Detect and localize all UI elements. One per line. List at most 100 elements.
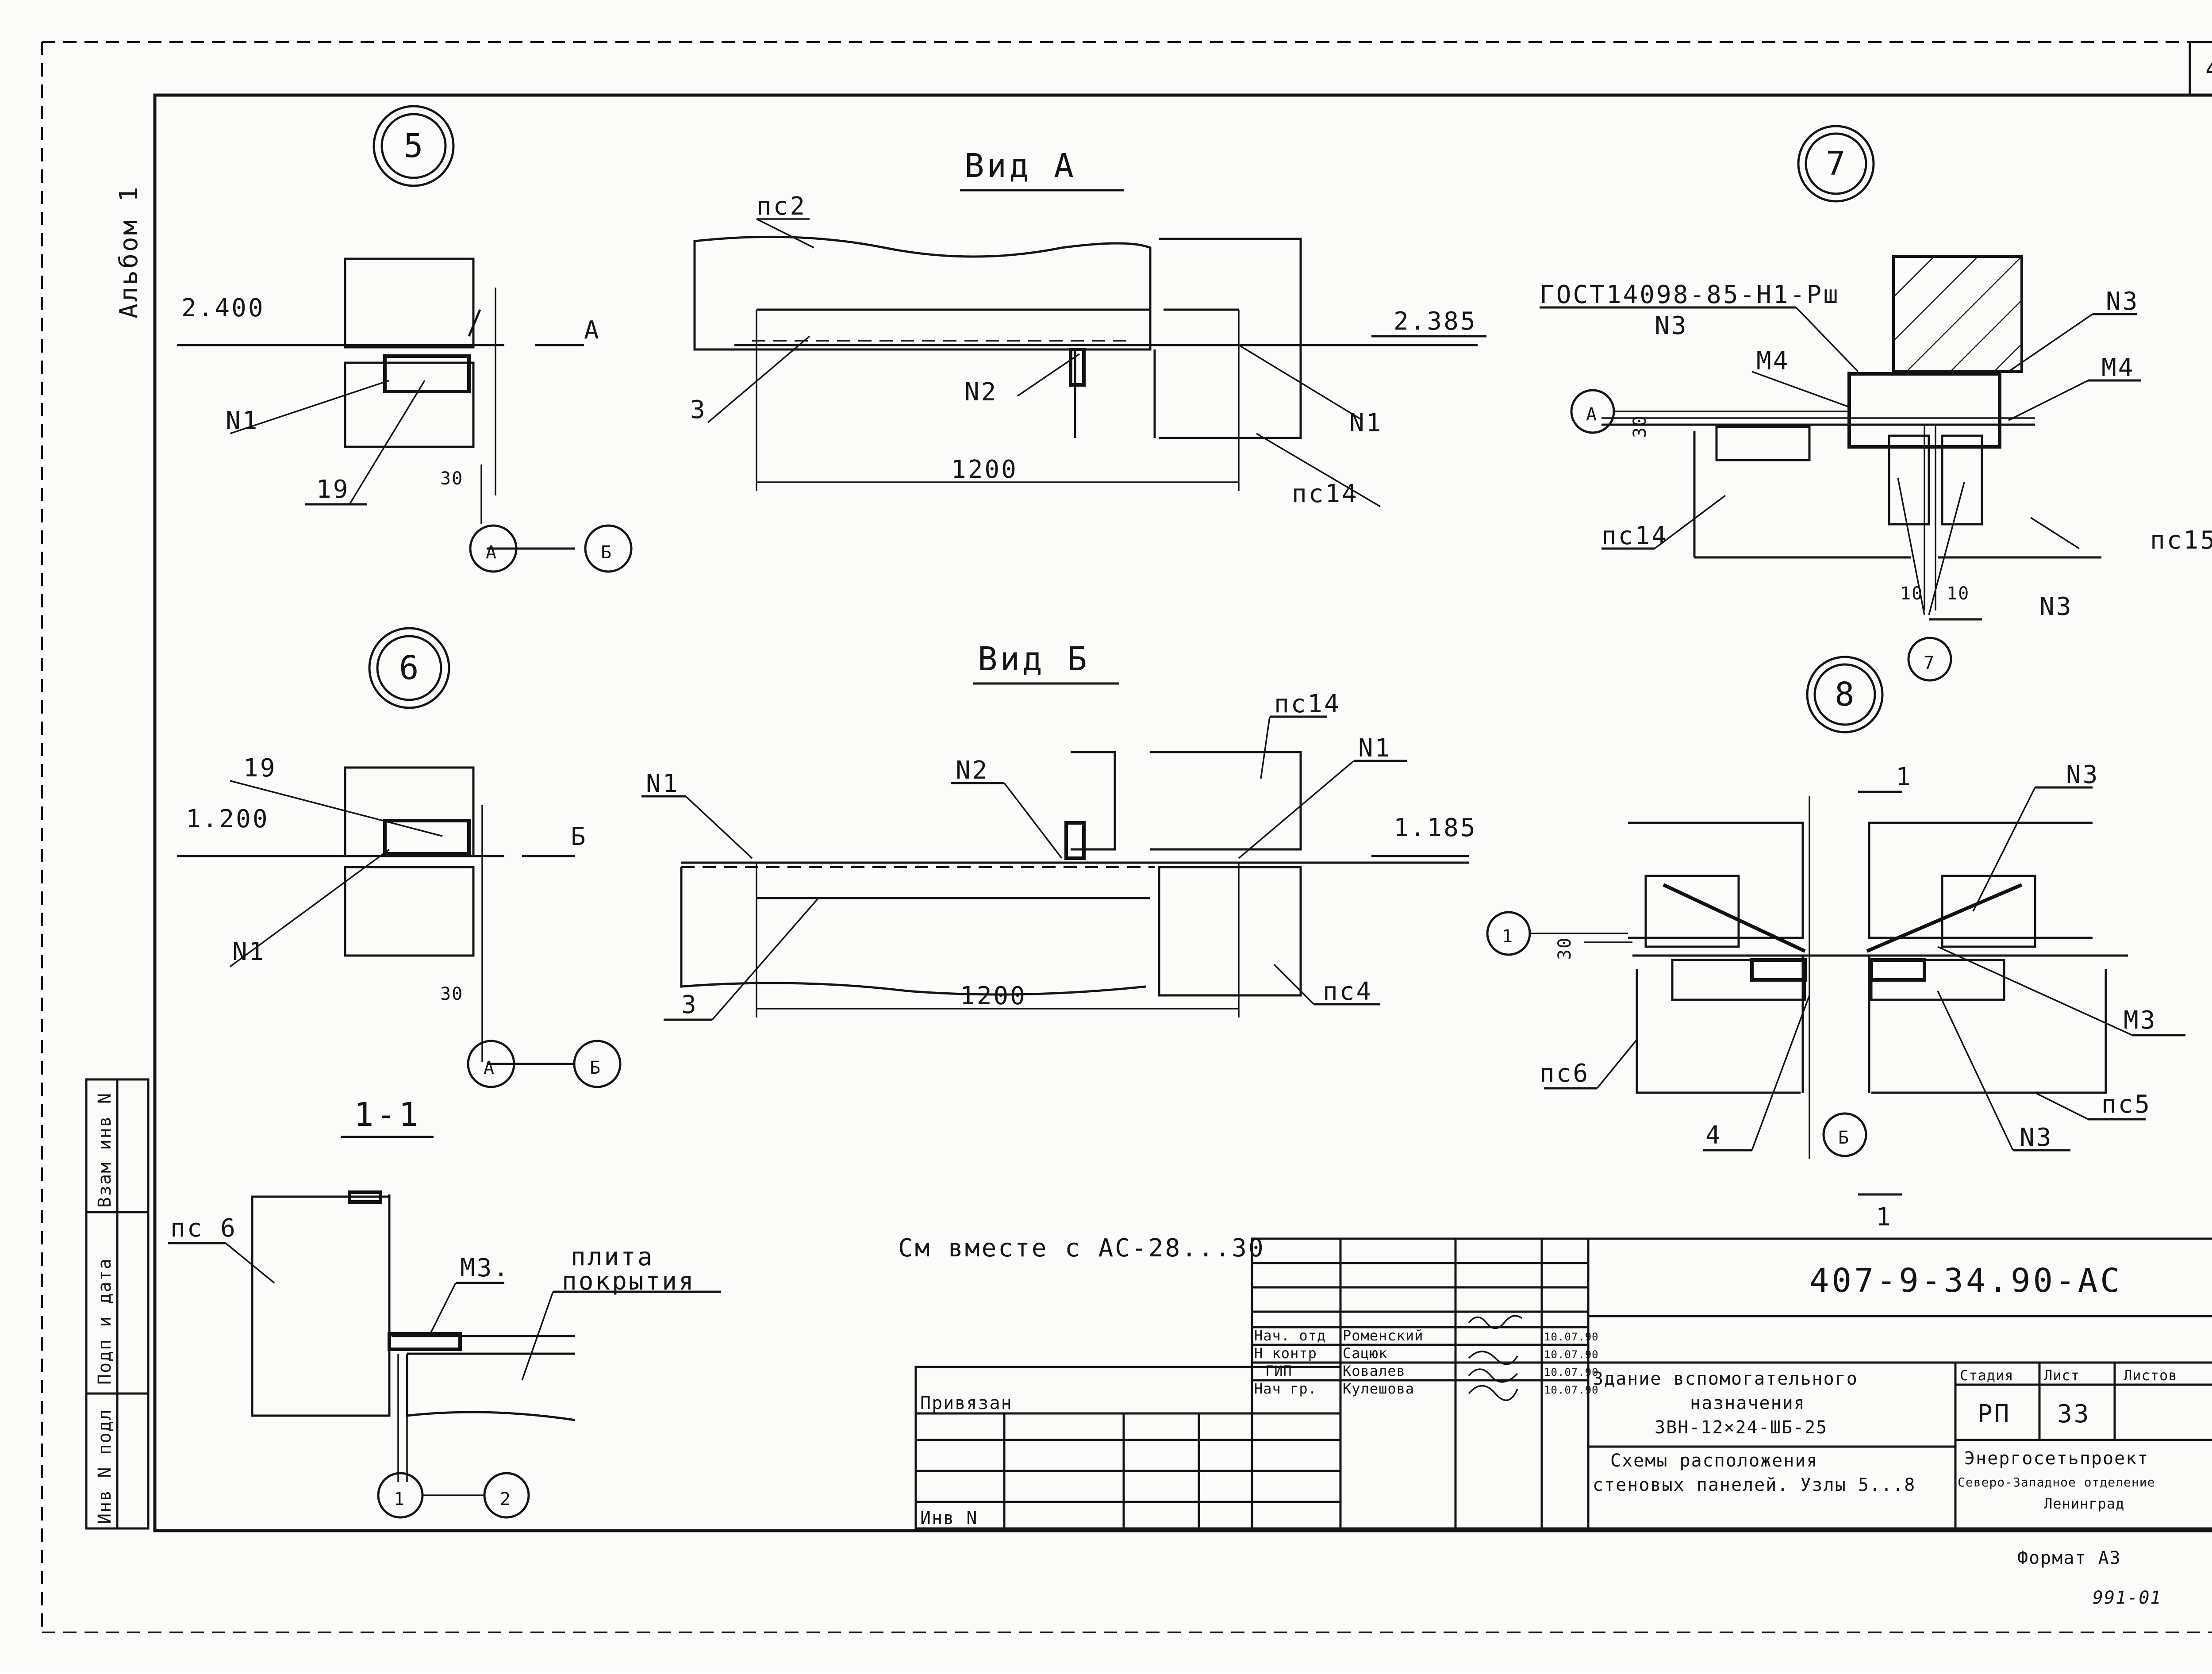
side-stamp-vzam-inv: Взам инв N [95,1092,115,1208]
node7-axis-7: 7 [1924,653,1935,673]
node7-ps14: пс14 [1601,522,1668,550]
node7-ps15: пс15 [2150,526,2212,555]
org-line-2: Северо-Западное отделение [1958,1475,2155,1490]
sheets-header: Листов [2124,1367,2177,1384]
node7-n3-a: N3 [1655,311,1688,340]
section-1-1-drawing [168,1136,721,1519]
node7-dim-30: 30 [1630,415,1650,438]
view-a-ps2: пс2 [757,192,806,221]
building-line-1: Здание вспомогательного [1593,1369,1858,1389]
sheet-frame [41,41,2212,1633]
node5-pos19: 19 [316,475,349,504]
view-a-drawing [693,189,1486,507]
node8-dim-30: 30 [1555,937,1575,960]
date-1: 10.07.90 [1544,1331,1599,1343]
stage-value: РП [1978,1400,2011,1428]
view-b-n1-right: N1 [1358,734,1391,763]
doc-code: 407-9-34.90-АС [1809,1262,2123,1300]
view-b-n2: N2 [956,756,989,785]
elev-1200: 1.200 [186,805,269,833]
view-b-marker: Б [571,822,588,851]
node7-n3-c: N3 [2039,592,2073,621]
side-stamp-podp-data: Подп и дата [95,1258,115,1385]
node8-m3: М3 [2124,1006,2157,1035]
page-number: 44 [2205,55,2212,84]
node6-dim-30: 30 [440,984,463,1004]
view-a-n2: N2 [964,378,998,407]
org-line-3: Ленинград [2044,1495,2124,1512]
node8-cut1-top: 1 [1896,763,1912,791]
section-axis-2: 2 [500,1489,511,1509]
node7-n3-b: N3 [2106,287,2139,316]
format-label: Формат А3 [2017,1548,2121,1568]
node-5-number: 5 [403,127,426,165]
node8-n3-bottom: N3 [2020,1123,2053,1152]
section-m3: М3. [460,1254,510,1282]
section-1-1-title: 1-1 [354,1096,421,1134]
section-slab-2: покрытия [562,1267,695,1296]
node-6-detail [177,627,622,1088]
elev-2400: 2.400 [181,294,265,323]
node-5-detail [177,105,633,573]
node-6-number: 6 [399,649,422,687]
node7-dim-10b: 10 [1947,584,1970,604]
node-8-number: 8 [1835,676,1857,714]
node7-m4-a: М4 [1756,347,1790,376]
date-2: 10.07.90 [1544,1348,1599,1361]
title-block-grid [914,1237,2212,1530]
node6-pos19: 19 [243,754,276,783]
node7-axis-a: А [1586,404,1598,425]
view-a-n1: N1 [1349,409,1382,438]
building-line-2: назначения [1690,1393,1805,1413]
section-slab-1: плита [571,1243,654,1271]
role-nach-gr: Нач гр. [1254,1380,1317,1397]
node8-axis-1: 1 [1502,926,1513,947]
node5-dim-30: 30 [440,468,463,489]
node5-n1: N1 [226,407,259,435]
view-a-dim-1200: 1200 [951,455,1018,484]
view-b-title: Вид Б [978,640,1090,678]
stage-header: Стадия [1960,1367,2014,1384]
building-line-3: ЗВН-12×24-ШБ-25 [1655,1417,1828,1438]
view-b-pos3: 3 [681,991,698,1019]
name-kuleshova: Кулешова [1343,1380,1414,1397]
node7-m4-b: М4 [2101,353,2135,382]
name-satsyuk: Сацюк [1343,1345,1387,1362]
node8-ps5: пс5 [2101,1090,2151,1119]
node8-pos4: 4 [1705,1121,1722,1150]
view-a-pos3: 3 [690,395,707,424]
node8-n3-top: N3 [2066,760,2099,789]
name-kovalev: Ковалев [1343,1363,1406,1379]
org-line-1: Энергосетьпроект [1964,1448,2149,1469]
view-b-dim-1200: 1200 [960,982,1027,1010]
node-7-number: 7 [1826,145,1848,183]
section-axis-1: 1 [394,1489,405,1509]
view-a-elev-2385: 2.385 [1394,307,1477,336]
node8-ps6: пс6 [1540,1059,1590,1088]
name-romenskiy: Роменский [1343,1327,1423,1344]
role-gip: ГИП [1265,1363,1292,1379]
view-b-n1-left: N1 [646,769,679,798]
role-nach-otd: Нач. отд [1254,1327,1326,1344]
node-8-detail [1486,656,2185,1196]
node5-axis-a: А [486,542,497,563]
album-label: Альбом 1 [115,185,143,319]
privyazan-label: Привязан [920,1393,1013,1413]
date-3: 10.07.90 [1544,1366,1599,1378]
side-stamp [85,1078,150,1530]
node8-axis-b: Б [1838,1128,1850,1148]
role-n-kontr: Н контр [1254,1345,1317,1362]
sheet-header: Лист [2044,1367,2080,1384]
node-7-detail [1540,125,2141,682]
date-4: 10.07.90 [1544,1384,1599,1396]
node5-axis-b: Б [601,542,612,563]
note-see-together: См вместе с АС-28...30 [898,1234,1265,1263]
node6-axis-a: А [484,1058,495,1078]
view-b-ps14: пс14 [1274,690,1341,718]
side-stamp-inv-podl: Инв N подл [95,1409,115,1524]
sheet-title-1: Схемы расположения [1610,1451,1818,1471]
view-b-drawing [641,682,1469,1021]
stamp-number: 991-01 [2093,1588,2162,1608]
node7-dim-10a: 10 [1900,584,1923,604]
